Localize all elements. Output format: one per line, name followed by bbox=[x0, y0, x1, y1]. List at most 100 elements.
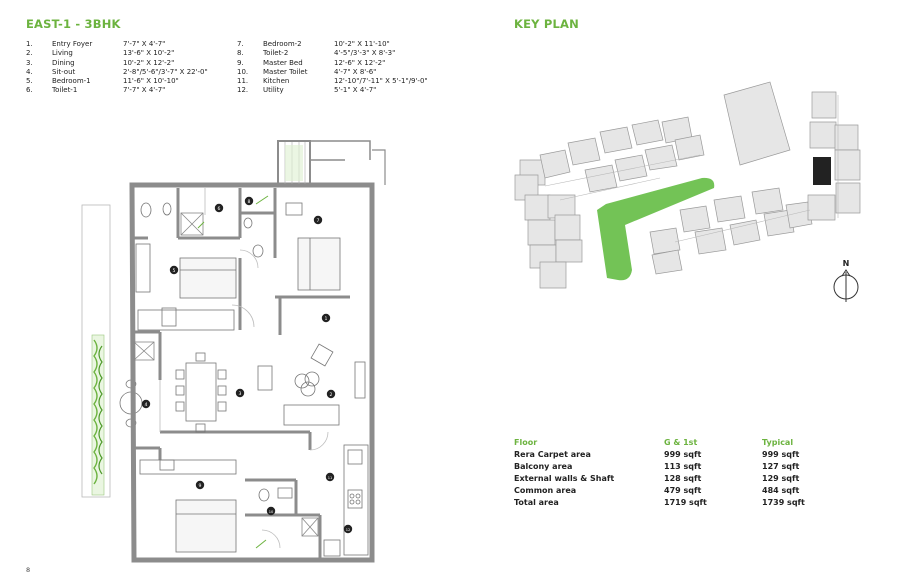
floor-plan-drawing bbox=[81, 140, 386, 563]
header-floor: Floor bbox=[514, 438, 538, 447]
kitchen-counter bbox=[323, 444, 369, 557]
room-marker-label: 1 bbox=[325, 316, 328, 322]
entry-stairs bbox=[277, 140, 386, 186]
room-marker-label: 8 bbox=[248, 199, 251, 205]
room-no: 10. bbox=[237, 67, 249, 76]
room-marker-label: 7 bbox=[317, 218, 320, 224]
area-cell: 999 sqft bbox=[664, 450, 702, 459]
room-name: Master Toilet bbox=[263, 67, 308, 76]
room-row: 2. Living 13'-6" X 10'-2" bbox=[26, 49, 236, 58]
room-size: 10'-2" X 11'-10" bbox=[334, 40, 390, 48]
room-size: 11'-6" X 10'-10" bbox=[123, 77, 179, 86]
room-marker bbox=[325, 472, 335, 482]
area-cell: 1719 sqft bbox=[664, 498, 707, 507]
area-cell: 113 sqft bbox=[664, 462, 702, 471]
room-size: 13'-6" X 10'-2" bbox=[123, 49, 175, 58]
room-marker-label: 11 bbox=[328, 476, 333, 480]
room-size: 4'-7" X 8'-6" bbox=[334, 67, 377, 76]
room-row: 4. Sit-out 2'-8"/5'-6"/3'-7" X 22'-0" bbox=[26, 68, 236, 77]
room-marker-label: 5 bbox=[173, 268, 176, 274]
room-marker bbox=[244, 196, 254, 206]
dining-table bbox=[175, 352, 227, 433]
room-no: 2. bbox=[26, 49, 33, 58]
green-landscape bbox=[597, 177, 715, 281]
master-bed-furniture bbox=[139, 459, 237, 553]
area-cell: Balcony area bbox=[514, 462, 573, 471]
room-marker bbox=[313, 215, 323, 225]
room-size: 7'-7" X 4'-7" bbox=[123, 40, 166, 48]
room-no: 7. bbox=[237, 40, 244, 48]
room-marker bbox=[214, 203, 224, 213]
area-cell: 128 sqft bbox=[664, 474, 702, 483]
room-size: 5'-1" X 4'-7" bbox=[334, 86, 377, 95]
room-name: Living bbox=[52, 49, 73, 58]
room-marker bbox=[266, 506, 276, 516]
room-row: 3. Dining 10'-2" X 12'-2" bbox=[26, 59, 236, 68]
area-cell: 999 sqft bbox=[762, 450, 800, 459]
room-no: 9. bbox=[237, 58, 244, 67]
room-marker bbox=[235, 388, 245, 398]
room-no: 1. bbox=[26, 40, 33, 48]
room-size: 4'-5"/3'-3" X 8'-3" bbox=[334, 49, 396, 58]
planter-strip bbox=[91, 334, 105, 496]
room-marker bbox=[343, 524, 353, 534]
room-marker-label: 6 bbox=[218, 206, 221, 212]
room-marker-label: 9 bbox=[199, 483, 202, 489]
area-cell: 479 sqft bbox=[664, 486, 702, 495]
room-no: 5. bbox=[26, 77, 33, 86]
room-size: 7'-7" X 4'-7" bbox=[123, 86, 166, 95]
room-row: 7. Bedroom-2 10'-2" X 11'-10" bbox=[237, 40, 447, 49]
north-label: N bbox=[843, 259, 850, 268]
room-name: Utility bbox=[263, 86, 284, 95]
room-marker-label: 3 bbox=[239, 391, 242, 397]
area-cell: 127 sqft bbox=[762, 462, 800, 471]
page-number: 8 bbox=[26, 566, 31, 574]
room-marker-label: 12 bbox=[346, 528, 351, 532]
area-cell: 129 sqft bbox=[762, 474, 800, 483]
clubhouse-block bbox=[723, 81, 791, 166]
room-name: Entry Foyer bbox=[52, 40, 93, 48]
room-marker bbox=[195, 480, 205, 490]
building-blocks bbox=[514, 91, 861, 289]
highlighted-unit bbox=[813, 157, 831, 185]
area-cell: Common area bbox=[514, 486, 577, 495]
room-marker bbox=[169, 265, 179, 275]
room-size: 2'-8"/5'-6"/3'-7" X 22'-0" bbox=[123, 67, 208, 76]
room-name: Master Bed bbox=[263, 58, 303, 67]
room-name: Sit-out bbox=[52, 67, 76, 76]
room-no: 3. bbox=[26, 58, 33, 67]
room-no: 11. bbox=[237, 77, 249, 86]
room-no: 8. bbox=[237, 49, 244, 58]
room-marker bbox=[141, 399, 151, 409]
room-size: 12'-6" X 12'-2" bbox=[334, 58, 386, 67]
room-size: 10'-2" X 12'-2" bbox=[123, 58, 175, 67]
room-column-left: 1. Entry Foyer 7'-7" X 4'-7" 2. Living 13'-6"… bbox=[26, 40, 236, 96]
unit-title: EAST-1 - 3BHK bbox=[26, 17, 121, 31]
room-marker bbox=[326, 389, 336, 399]
room-name: Dining bbox=[52, 58, 75, 67]
room-name: Bedroom-1 bbox=[52, 77, 91, 86]
room-name: Bedroom-2 bbox=[263, 40, 302, 48]
header-typical: Typical bbox=[762, 438, 794, 447]
area-cell: 484 sqft bbox=[762, 486, 800, 495]
room-row: 10. Master Toilet 4'-7" X 8'-6" bbox=[237, 68, 447, 77]
area-cell: 1739 sqft bbox=[762, 498, 805, 507]
room-no: 6. bbox=[26, 86, 33, 95]
room-no: 12. bbox=[237, 86, 249, 95]
room-marker-label: 10 bbox=[269, 510, 274, 514]
room-name: Kitchen bbox=[263, 77, 290, 86]
room-marker bbox=[321, 313, 331, 323]
interior-walls bbox=[134, 188, 350, 560]
room-row: 9. Master Bed 12'-6" X 12'-2" bbox=[237, 59, 447, 68]
area-cell: Rera Carpet area bbox=[514, 450, 591, 459]
room-row: 1. Entry Foyer 7'-7" X 4'-7" bbox=[26, 40, 236, 49]
bedroom-2-furniture bbox=[285, 202, 341, 291]
room-marker-label: 2 bbox=[330, 392, 333, 398]
room-no: 4. bbox=[26, 67, 33, 76]
